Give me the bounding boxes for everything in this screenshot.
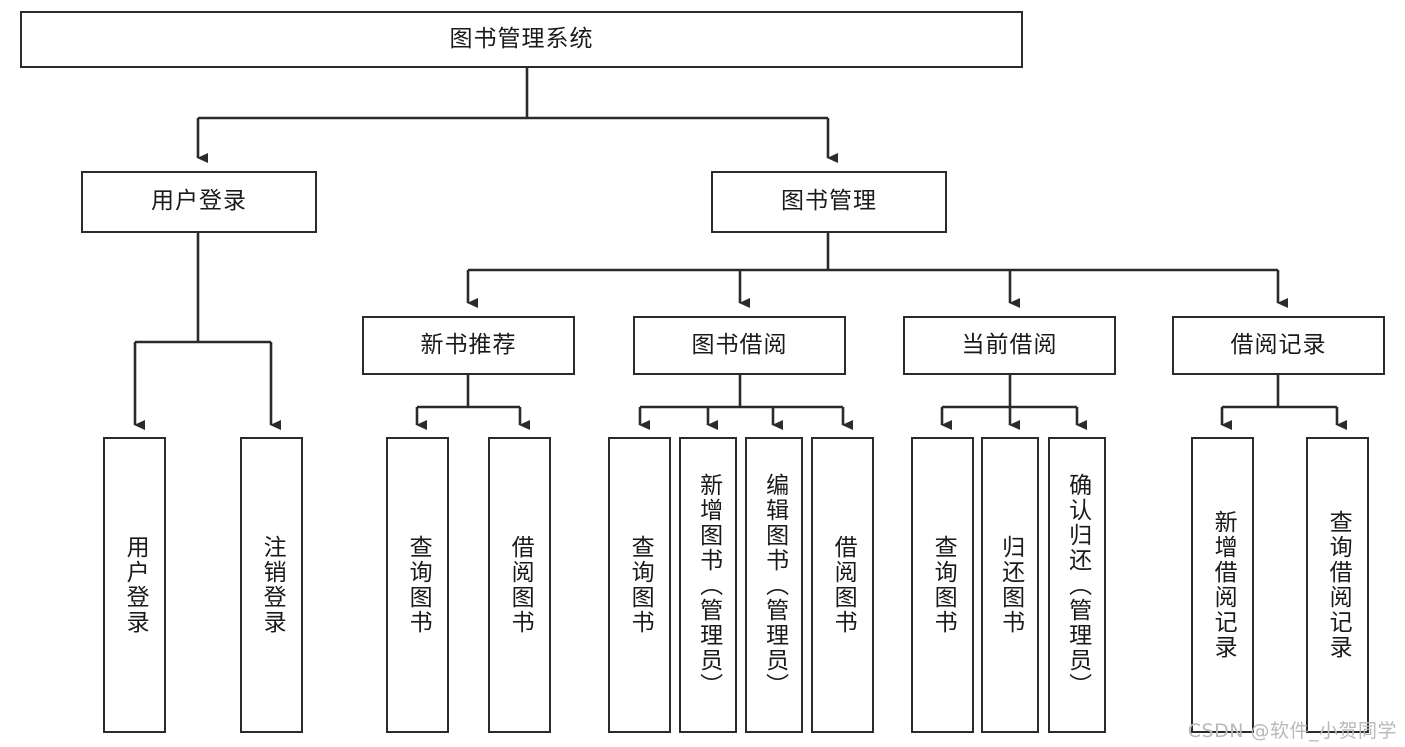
leaf-current-return-book-label: 归还图书 [997, 535, 1024, 635]
leaf-user-login-signout-label: 注销登录 [259, 535, 286, 635]
node-user-login[interactable]: 用户登录 [81, 171, 317, 233]
leaf-borrow-edit-book-label: 编辑图书（管理员） [761, 472, 788, 698]
leaf-current-confirm-return-label: 确认归还（管理员） [1064, 472, 1091, 698]
leaf-user-login-signin-label: 用户登录 [122, 535, 149, 635]
leaf-borrow-query-book[interactable]: 查询图书 [608, 437, 671, 733]
leaf-recommend-query-book-label: 查询图书 [405, 535, 432, 635]
leaf-current-confirm-return[interactable]: 确认归还（管理员） [1048, 437, 1106, 733]
leaf-recommend-borrow-book-label: 借阅图书 [507, 535, 534, 635]
leaf-borrow-borrow-book[interactable]: 借阅图书 [811, 437, 874, 733]
node-book-borrow[interactable]: 图书借阅 [633, 316, 846, 375]
leaf-borrow-borrow-book-label: 借阅图书 [830, 535, 857, 635]
leaf-borrow-add-book-label: 新增图书（管理员） [695, 472, 722, 698]
leaf-current-return-book[interactable]: 归还图书 [981, 437, 1039, 733]
node-root[interactable]: 图书管理系统 [20, 11, 1023, 68]
leaf-borrow-query-book-label: 查询图书 [627, 535, 654, 635]
node-borrow-records[interactable]: 借阅记录 [1172, 316, 1385, 375]
leaf-records-add-record[interactable]: 新增借阅记录 [1191, 437, 1254, 733]
leaf-records-query-record-label: 查询借阅记录 [1325, 510, 1352, 660]
node-borrow-records-label: 借阅记录 [1230, 331, 1327, 358]
leaf-records-query-record[interactable]: 查询借阅记录 [1306, 437, 1369, 733]
node-new-book-recommend[interactable]: 新书推荐 [362, 316, 575, 375]
csdn-watermark: CSDN @软件_小贺同学 [1187, 720, 1397, 742]
leaf-current-query-book-label: 查询图书 [930, 535, 957, 635]
leaf-user-login-signout[interactable]: 注销登录 [240, 437, 303, 733]
leaf-records-add-record-label: 新增借阅记录 [1210, 510, 1237, 660]
node-current-borrow[interactable]: 当前借阅 [903, 316, 1116, 375]
node-book-borrow-label: 图书借阅 [691, 331, 788, 358]
node-current-borrow-label: 当前借阅 [961, 331, 1058, 358]
leaf-recommend-borrow-book[interactable]: 借阅图书 [488, 437, 551, 733]
node-user-login-label: 用户登录 [151, 188, 247, 215]
node-book-management[interactable]: 图书管理 [711, 171, 947, 233]
node-new-book-recommend-label: 新书推荐 [420, 331, 517, 358]
leaf-recommend-query-book[interactable]: 查询图书 [386, 437, 449, 733]
leaf-borrow-edit-book[interactable]: 编辑图书（管理员） [745, 437, 803, 733]
leaf-current-query-book[interactable]: 查询图书 [911, 437, 974, 733]
leaf-user-login-signin[interactable]: 用户登录 [103, 437, 166, 733]
node-root-label: 图书管理系统 [449, 25, 594, 52]
node-book-management-label: 图书管理 [781, 188, 877, 215]
leaf-borrow-add-book[interactable]: 新增图书（管理员） [679, 437, 737, 733]
